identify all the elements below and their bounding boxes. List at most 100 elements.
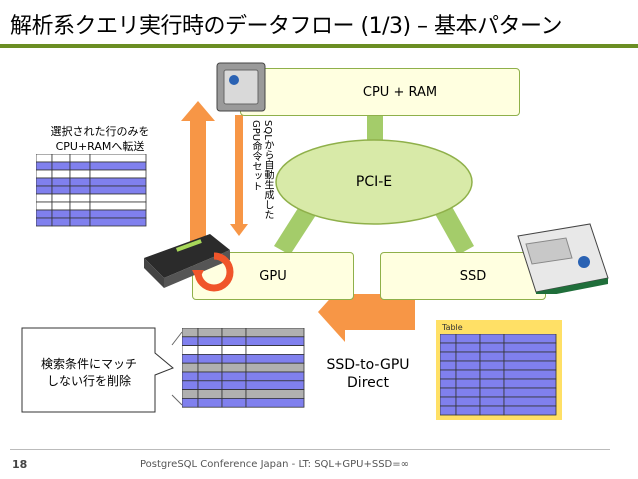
- table-cell: [51, 161, 71, 171]
- filter-caption: 検索条件にマッチ しない行を削除: [26, 356, 152, 390]
- pcie-label: PCI-E: [355, 174, 393, 190]
- ssd-gpu-line1: SSD-to-GPU: [326, 357, 410, 373]
- table-cell: [479, 351, 505, 362]
- table-cell: [221, 380, 247, 390]
- cpu-ram-label: CPU + RAM: [362, 84, 438, 100]
- table-cell: [69, 169, 91, 179]
- table-cell: [51, 185, 71, 195]
- table-cell: [182, 336, 199, 347]
- link-pcie-gpu: [274, 205, 316, 255]
- table-cell: [197, 328, 223, 338]
- sql-gpu-caption: SQLから自動生成した GPU命令セット: [250, 120, 273, 220]
- table-cell: [182, 362, 199, 373]
- table-cell: [197, 353, 223, 364]
- transfer-caption-line2: CPU+RAMへ転送: [55, 140, 145, 153]
- table-cell: [479, 378, 505, 389]
- table-cell: [89, 193, 147, 203]
- table-cell: [89, 201, 147, 211]
- table-cell: [455, 342, 481, 353]
- table-cell: [197, 371, 223, 382]
- filter-caption-line1: 検索条件にマッチ: [40, 357, 137, 371]
- table-cell: [89, 209, 147, 219]
- table-cell: [245, 336, 305, 347]
- table-cell: [221, 345, 247, 355]
- table-cell: [197, 398, 223, 408]
- table-cell: [479, 387, 505, 398]
- table-cell: [36, 154, 53, 163]
- table-cell: [221, 389, 247, 399]
- table-cell: [503, 387, 557, 398]
- table-cell: [197, 380, 223, 390]
- table-cell: [455, 396, 481, 407]
- table-cell: [503, 334, 557, 344]
- table-cell: [503, 378, 557, 389]
- table-cell: [89, 177, 147, 187]
- table-cell: [503, 396, 557, 407]
- table-cell: [245, 380, 305, 390]
- table-cell: [51, 201, 71, 211]
- down-arrow-head: [230, 224, 248, 236]
- footer-divider: [10, 449, 610, 450]
- table-cell: [182, 328, 199, 338]
- ssd-gpu-direct-label: SSD-to-GPU Direct: [318, 356, 418, 392]
- table-cell: [221, 336, 247, 347]
- table-cell: [197, 336, 223, 347]
- table-cell: [36, 209, 53, 219]
- table-cell: [440, 351, 457, 362]
- table-cell: [221, 353, 247, 364]
- refresh-cycle-icon: [192, 250, 236, 294]
- table-cell: [245, 345, 305, 355]
- table-cell: [479, 342, 505, 353]
- table-cell: [479, 360, 505, 371]
- table-cell: [440, 369, 457, 380]
- page-title: 解析系クエリ実行時のデータフロー (1/3) – 基本パターン: [10, 14, 562, 39]
- selected-rows-table: [36, 154, 147, 227]
- table-cell: [479, 405, 505, 416]
- table-cell: [440, 342, 457, 353]
- table-cell: [89, 217, 147, 227]
- table-cell: [221, 398, 247, 408]
- title-underline: [0, 44, 638, 48]
- table-cell: [245, 398, 305, 408]
- table-cell: [182, 353, 199, 364]
- table-cell: [51, 217, 71, 227]
- table-cell: [503, 405, 557, 416]
- table-cell: [69, 161, 91, 171]
- table-cell: [440, 334, 457, 344]
- footer-text: PostgreSQL Conference Japan - LT: SQL+GP…: [140, 459, 409, 470]
- table-cell: [479, 396, 505, 407]
- ssd-gpu-line2: Direct: [347, 375, 389, 391]
- table-cell: [245, 362, 305, 373]
- table-cell: [182, 380, 199, 390]
- table-cell: [245, 353, 305, 364]
- table-cell: [51, 154, 71, 163]
- cpu-ram-box: CPU + RAM: [240, 68, 520, 116]
- table-cell: [440, 360, 457, 371]
- table-cell: [440, 387, 457, 398]
- gpu-label: GPU: [259, 268, 287, 284]
- table-cell: [182, 398, 199, 408]
- table-cell: [69, 201, 91, 211]
- gpu-card-icon: [140, 228, 232, 290]
- table-cell: [69, 217, 91, 227]
- table-cell: [36, 185, 53, 195]
- table-cell: [503, 360, 557, 371]
- table-cell: [89, 154, 147, 163]
- table-cell: [479, 334, 505, 344]
- table-cell: [182, 345, 199, 355]
- ssd-card-icon: [512, 222, 612, 298]
- table-cell: [182, 389, 199, 399]
- table-cell: [440, 405, 457, 416]
- table-cell: [36, 177, 53, 187]
- table-cell: [455, 369, 481, 380]
- table-cell: [69, 154, 91, 163]
- table-cell: [69, 177, 91, 187]
- table-cell: [479, 369, 505, 380]
- table-cell: [69, 185, 91, 195]
- table-cell: [197, 362, 223, 373]
- table-cell: [51, 193, 71, 203]
- table-cell: [36, 201, 53, 211]
- filter-caption-line2: しない行を削除: [46, 374, 131, 388]
- transfer-caption-line1: 選択された行のみを: [50, 125, 150, 138]
- table-cell: [197, 389, 223, 399]
